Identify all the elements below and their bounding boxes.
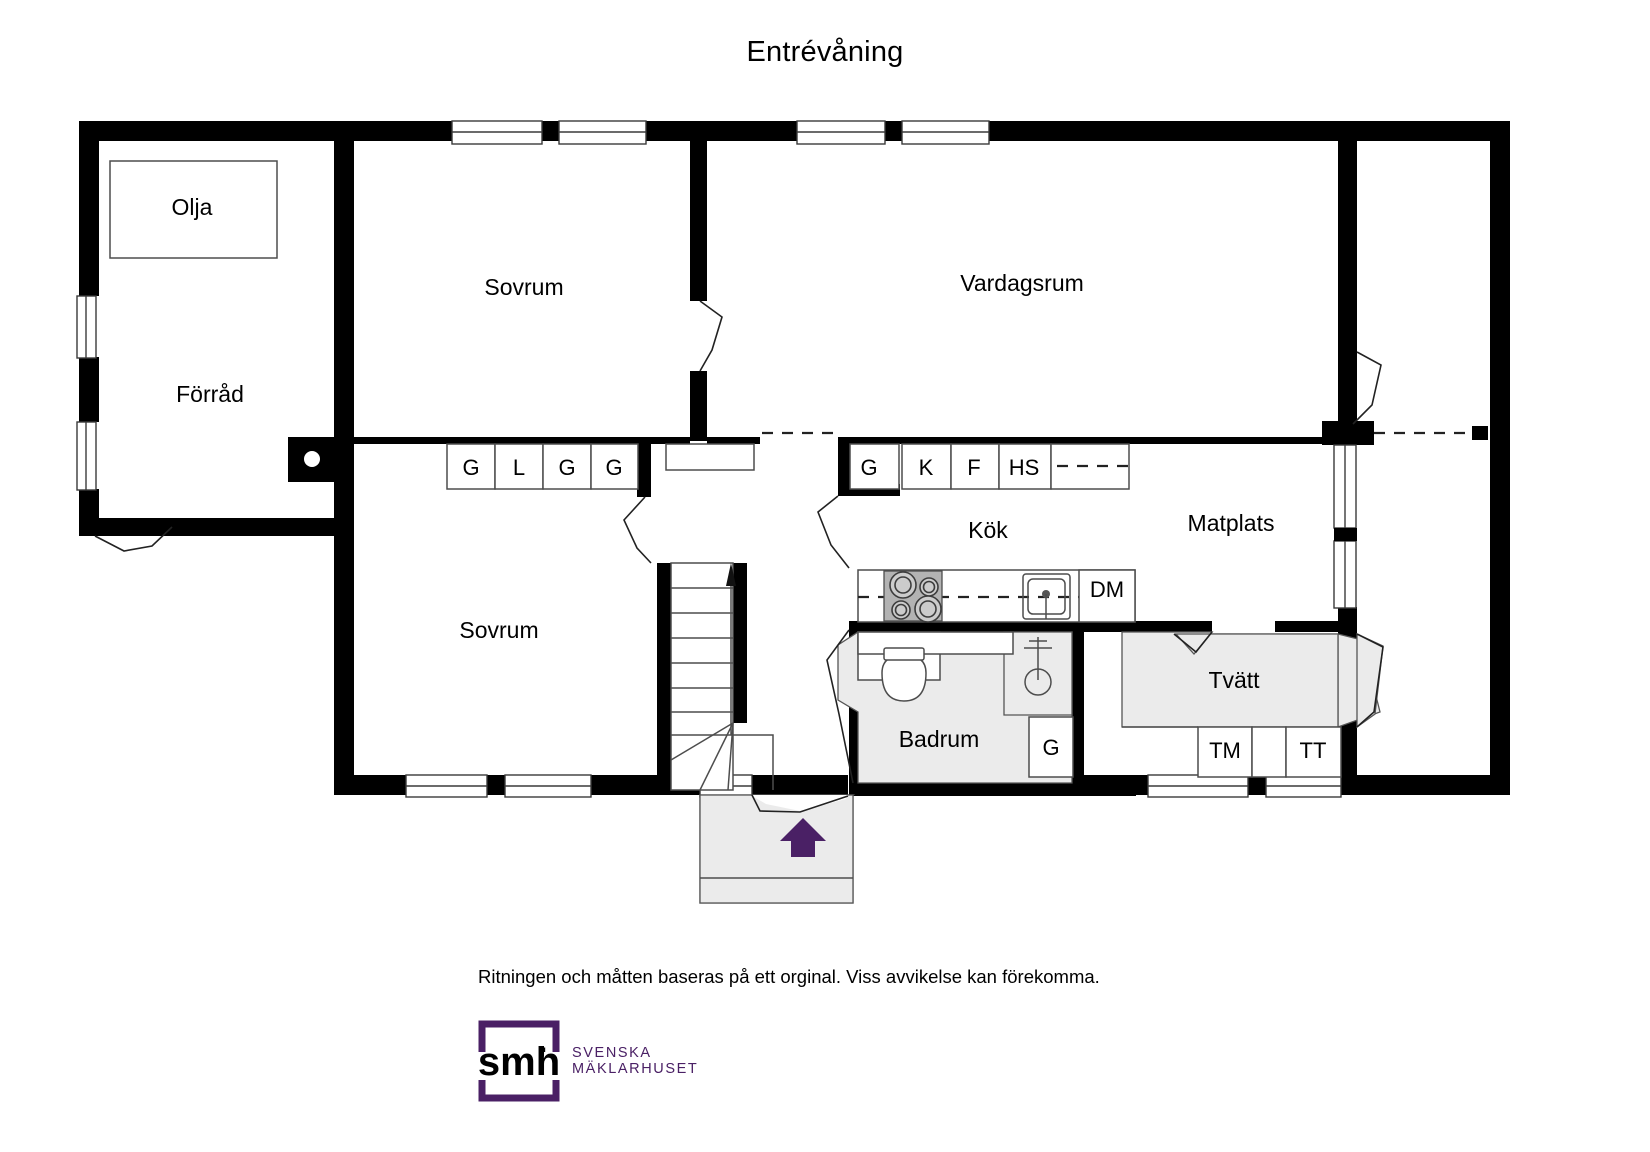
cabinets-kitchen-group: G K F HS <box>849 443 1130 490</box>
washing-machine-label: TM <box>1209 738 1241 763</box>
shower-icon <box>1024 637 1052 696</box>
window-bottom-5 <box>1265 774 1342 798</box>
page-title: Entrévåning <box>746 36 904 68</box>
cabinets-left-group: G L G G <box>446 443 639 490</box>
bathroom-closet-cell <box>1028 716 1074 778</box>
sink-icon <box>1022 573 1071 620</box>
laundry-appliances-group: TM TT <box>1122 726 1342 778</box>
window-left-upper <box>76 295 97 359</box>
logo-line-1: SVENSKA <box>572 1044 652 1061</box>
smh-logo-icon: smh smh <box>478 1020 560 1102</box>
window-top-3 <box>796 120 886 145</box>
window-right-upper <box>1333 444 1357 529</box>
window-bottom-2 <box>504 774 592 798</box>
window-bottom-1 <box>405 774 488 798</box>
door-tvatt-left <box>1173 631 1213 654</box>
svg-text:smh: smh <box>478 1040 560 1084</box>
room-label-kok: Kök <box>968 517 1008 543</box>
room-label-matplats: Matplats <box>1188 510 1275 536</box>
door-sovrum-upper <box>699 300 723 372</box>
kitchen-counter-group: DM <box>857 569 1136 623</box>
toilet-icon <box>881 647 927 702</box>
logo-line-2: MÄKLARHUSET <box>572 1061 699 1077</box>
window-bottom-4 <box>1147 774 1249 798</box>
hall-bench <box>665 443 755 471</box>
stove-icon <box>883 570 943 623</box>
door-badrum <box>826 629 854 784</box>
gray-rooms-group <box>699 631 1384 904</box>
window-left-lower <box>76 421 97 491</box>
windows-group <box>76 120 1357 798</box>
room-label-olja: Olja <box>172 194 213 220</box>
stairs-direction-arrow-icon <box>726 563 736 735</box>
entrance-arrow-icon <box>780 818 826 857</box>
bathroom-fixtures-group: G <box>857 631 1074 778</box>
kitchen-cabinet-hs: HS <box>1009 455 1040 480</box>
dishwasher-label: DM <box>1090 577 1124 602</box>
kitchen-cabinet-f: F <box>967 455 980 480</box>
stairs-group <box>670 562 774 791</box>
tumble-dryer-label: TT <box>1300 738 1327 763</box>
door-hall-to-sovrum-lower <box>623 496 652 564</box>
cabinet-label-g1: G <box>462 455 479 480</box>
bathroom-closet-label: G <box>1042 735 1059 760</box>
room-label-badrum: Badrum <box>899 726 980 752</box>
cabinet-label-g3: G <box>605 455 622 480</box>
bath-counter <box>857 631 1014 655</box>
room-label-sovrum-2: Sovrum <box>459 617 538 643</box>
door-hall-to-kok <box>817 495 850 569</box>
cabinet-label-g2: G <box>558 455 575 480</box>
entrance-step <box>699 794 854 904</box>
window-top-4 <box>901 120 990 145</box>
room-labels-group: Olja Förråd Sovrum Sovrum Vardagsrum Kök… <box>172 194 1275 752</box>
window-top-2 <box>558 120 647 145</box>
kitchen-cabinet-g: G <box>860 455 877 480</box>
room-label-forrad: Förråd <box>176 381 244 407</box>
window-top-1 <box>451 120 543 145</box>
door-forrad-out <box>94 526 173 552</box>
door-swings-group <box>94 300 1384 813</box>
kitchen-cabinet-k: K <box>919 455 934 480</box>
window-right-lower <box>1333 540 1357 609</box>
room-label-tvatt: Tvätt <box>1208 667 1260 693</box>
room-label-vardagsrum: Vardagsrum <box>960 270 1084 296</box>
room-label-sovrum-1: Sovrum <box>484 274 563 300</box>
brand-logo: smh smh SVENSKA MÄKLARHUSET <box>478 1020 698 1102</box>
olja-box <box>109 160 278 259</box>
door-matplats-right <box>1352 351 1382 425</box>
door-tvatt-right <box>1356 633 1384 728</box>
cabinet-label-l: L <box>513 455 525 480</box>
disclaimer-text: Ritningen och måtten baseras på ett orgi… <box>478 966 1100 987</box>
door-entrance <box>751 794 849 813</box>
